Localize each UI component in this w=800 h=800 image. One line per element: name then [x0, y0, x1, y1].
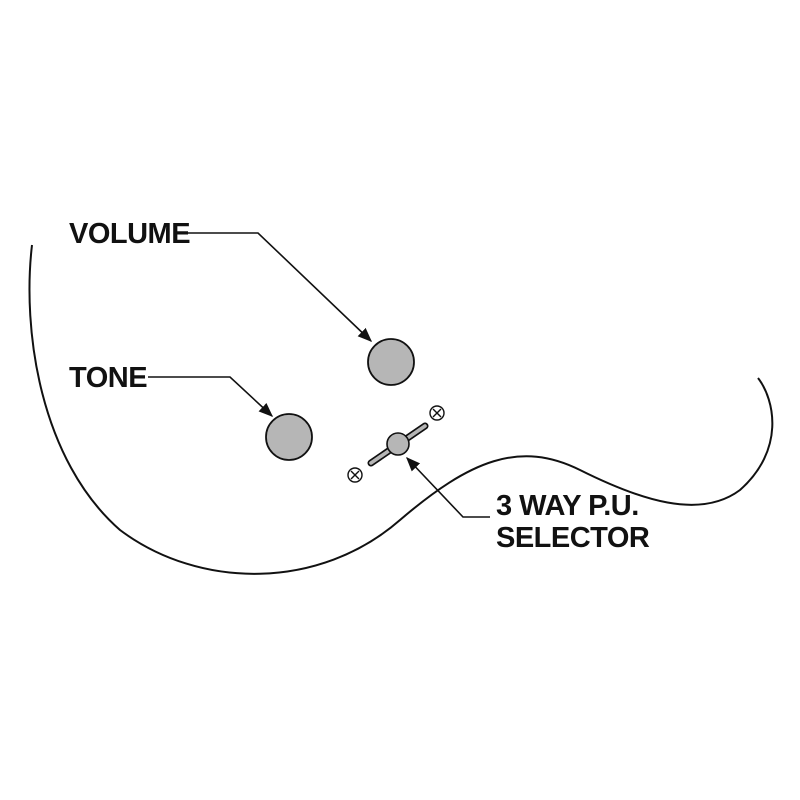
selector-leader-line	[406, 456, 490, 518]
screw-icon	[347, 467, 363, 483]
tone-leader-line	[148, 376, 274, 417]
tone-label: TONE	[69, 362, 147, 394]
selector-label-line1: 3 WAY P.U.	[496, 490, 639, 522]
volume-leader-line	[188, 232, 373, 342]
selector-label-line2: SELECTOR	[496, 522, 650, 554]
screw-icon	[429, 405, 445, 421]
selector-tip[interactable]	[386, 432, 410, 456]
volume-label: VOLUME	[69, 218, 190, 250]
pickup-selector-switch[interactable]	[367, 422, 429, 467]
tone-knob[interactable]	[265, 413, 313, 461]
guitar-body-outline	[28, 244, 774, 575]
volume-knob[interactable]	[367, 338, 415, 386]
